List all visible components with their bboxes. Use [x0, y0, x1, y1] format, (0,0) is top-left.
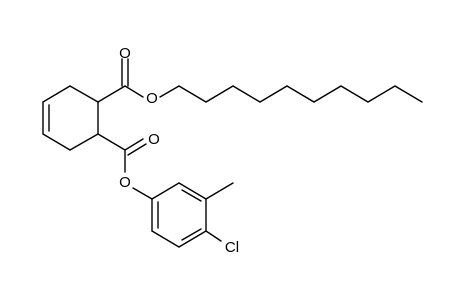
bottom-ester-group	[97, 133, 153, 200]
aryl-ring	[151, 182, 234, 248]
ester-oxygen-top: O	[146, 90, 158, 107]
alkyl-chain-bonds	[178, 85, 423, 103]
bond	[97, 85, 126, 103]
bond	[151, 182, 180, 200]
top-ester-group	[97, 58, 180, 103]
bond	[69, 133, 99, 151]
bond	[42, 133, 71, 151]
bond	[97, 133, 126, 151]
cyclohexene-ring	[42, 85, 99, 151]
chlorine-atom: Cl	[225, 239, 239, 256]
ester-oxygen-bottom: O	[119, 174, 131, 191]
bond	[151, 230, 180, 248]
bond	[178, 230, 207, 248]
bond	[178, 182, 207, 200]
carbonyl-bond-a	[124, 138, 144, 151]
carbonyl-oxygen-bottom: O	[148, 131, 160, 148]
bond	[124, 85, 144, 98]
bond	[42, 85, 71, 103]
bond	[69, 85, 99, 103]
bond	[132, 187, 153, 200]
double-bond-inner	[181, 189, 202, 202]
double-bond-inner	[181, 228, 202, 241]
chloro-bond	[205, 230, 222, 242]
methyl-bond	[205, 182, 234, 200]
bond	[159, 85, 180, 98]
decyl-chain	[178, 85, 423, 103]
carbonyl-oxygen-top: O	[119, 45, 131, 62]
carbonyl-bond-b	[127, 143, 147, 156]
